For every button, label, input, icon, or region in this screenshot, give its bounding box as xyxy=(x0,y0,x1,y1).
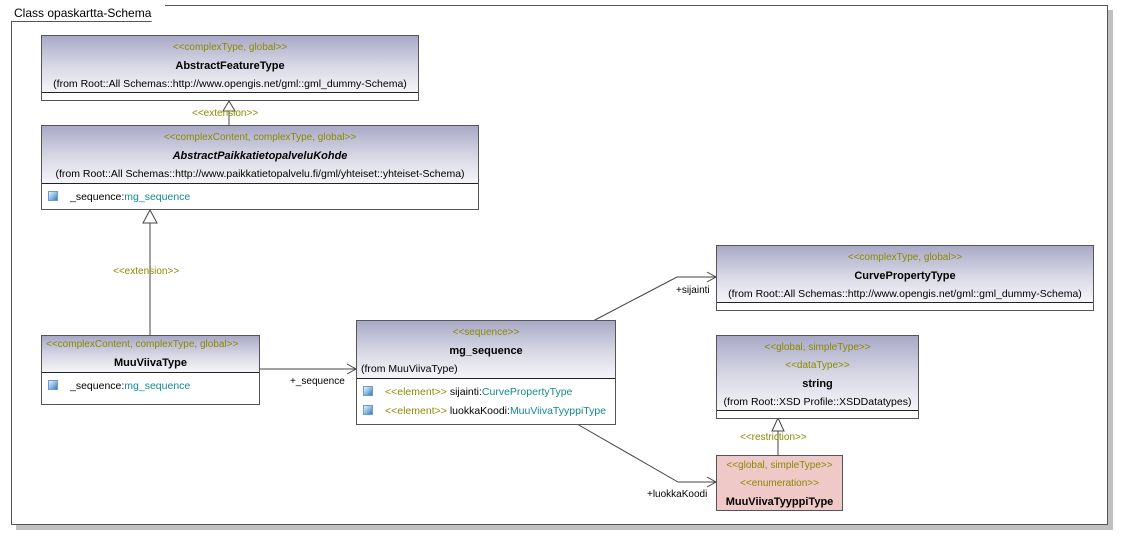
attribute-icon xyxy=(48,191,58,201)
role-sequence-label: +_sequence xyxy=(290,376,345,387)
class-abstract-feature-type[interactable]: <<complexType, global>> AbstractFeatureT… xyxy=(41,35,419,101)
stereotype-label: <<global, simpleType>> xyxy=(726,460,833,471)
attribute-compartment: _sequence:mg_sequence xyxy=(42,373,259,400)
class-mg-sequence[interactable]: <<sequence>> mg_sequence (from MuuViivaT… xyxy=(356,320,616,425)
class-header: <<complexContent, complexType, global>> … xyxy=(42,336,259,373)
class-header: <<complexContent, complexType, global>> … xyxy=(42,126,478,184)
attribute-type[interactable]: CurvePropertyType xyxy=(481,386,573,398)
attribute-icon xyxy=(48,380,58,390)
class-name: string xyxy=(802,378,833,390)
class-origin: (from MuuViivaType) xyxy=(361,363,458,375)
stereotype-label: <<sequence>> xyxy=(452,327,520,338)
restriction-label: <<restriction>> xyxy=(740,432,807,443)
attribute-type[interactable]: MuuViivaTyyppiType xyxy=(509,405,607,417)
class-origin: (from Root::All Schemas::http://www.paik… xyxy=(55,168,465,180)
attribute-compartment xyxy=(42,93,418,99)
class-name: MuuViivaType xyxy=(114,357,187,369)
class-origin: (from Root::All Schemas::http://www.open… xyxy=(728,288,1082,300)
class-origin: (from Root::XSD Profile::XSDDatatypes) xyxy=(723,396,912,408)
class-string[interactable]: <<global, simpleType>> <<dataType>> stri… xyxy=(716,335,919,419)
class-muu-viiva-type[interactable]: <<complexContent, complexType, global>> … xyxy=(41,335,260,405)
extension-label-1: <<extension>> xyxy=(192,108,259,119)
attribute-compartment: _sequence:mg_sequence xyxy=(42,184,478,211)
generalization-arrow-3 xyxy=(771,416,785,432)
class-header: <<sequence>> mg_sequence (from MuuViivaT… xyxy=(357,321,615,379)
class-header: <<complexType, global>> AbstractFeatureT… xyxy=(42,36,418,93)
attribute-type[interactable]: mg_sequence xyxy=(124,380,191,392)
attribute-compartment xyxy=(717,411,918,417)
stereotype-label: <<dataType>> xyxy=(785,360,850,371)
class-name: AbstractFeatureType xyxy=(175,60,285,72)
attribute-row[interactable]: <<element>> sijainti:CurvePropertyType xyxy=(363,383,615,402)
class-name: MuuViivaTyyppiType xyxy=(725,496,834,508)
attribute-row[interactable]: _sequence:mg_sequence xyxy=(48,188,478,207)
association-sijainti-line xyxy=(592,276,716,322)
class-abstract-paikkatietopalvelu-kohde[interactable]: <<complexContent, complexType, global>> … xyxy=(41,125,479,210)
class-name: AbstractPaikkatietopalveluKohde xyxy=(172,150,348,162)
attribute-name: luokkaKoodi: xyxy=(449,405,510,417)
attribute-name: _sequence: xyxy=(70,191,125,203)
class-muu-viiva-tyyppi-type[interactable]: <<global, simpleType>> <<enumeration>> M… xyxy=(716,455,843,511)
attribute-compartment: <<element>> sijainti:CurvePropertyType <… xyxy=(357,379,615,425)
class-header: <<global, simpleType>> <<dataType>> stri… xyxy=(717,336,918,411)
role-luokkakoodi-label: +luokkaKoodi xyxy=(647,489,708,500)
attribute-name: _sequence: xyxy=(70,380,125,392)
diagram-title: Class opaskartta-Schema xyxy=(11,5,166,21)
stereotype-label: <<complexType, global>> xyxy=(172,42,288,53)
class-header: <<complexType, global>> CurvePropertyTyp… xyxy=(717,246,1093,303)
attribute-row[interactable]: <<element>> luokkaKoodi:MuuViivaTyyppiTy… xyxy=(363,402,615,421)
association-luokkakoodi-line xyxy=(576,423,716,483)
role-sijainti-label: +sijainti xyxy=(676,285,710,296)
element-icon xyxy=(363,386,373,396)
attribute-row[interactable]: _sequence:mg_sequence xyxy=(48,377,259,396)
element-stereotype: <<element>> xyxy=(385,386,447,398)
class-name: CurvePropertyType xyxy=(854,270,956,282)
generalization-arrow-2 xyxy=(142,208,158,224)
attribute-compartment xyxy=(717,303,1093,309)
class-curve-property-type[interactable]: <<complexType, global>> CurvePropertyTyp… xyxy=(716,245,1094,311)
stereotype-label: <<complexContent, complexType, global>> xyxy=(163,132,357,143)
attribute-name: sijainti: xyxy=(449,386,482,398)
stereotype-label: <<global, simpleType>> xyxy=(764,342,871,353)
stereotype-label: <<complexType, global>> xyxy=(847,252,963,263)
extension-label-2: <<extension>> xyxy=(113,266,180,277)
stereotype-label: <<enumeration>> xyxy=(740,478,819,489)
class-origin: (from Root::All Schemas::http://www.open… xyxy=(53,78,407,90)
stereotype-label: <<complexContent, complexType, global>> xyxy=(46,339,239,350)
element-stereotype: <<element>> xyxy=(385,405,447,417)
attribute-type[interactable]: mg_sequence xyxy=(124,191,191,203)
element-icon xyxy=(363,405,373,415)
class-header: <<global, simpleType>> <<enumeration>> M… xyxy=(717,456,842,511)
class-name: mg_sequence xyxy=(449,345,523,357)
generalization-arrow-1 xyxy=(222,100,236,112)
